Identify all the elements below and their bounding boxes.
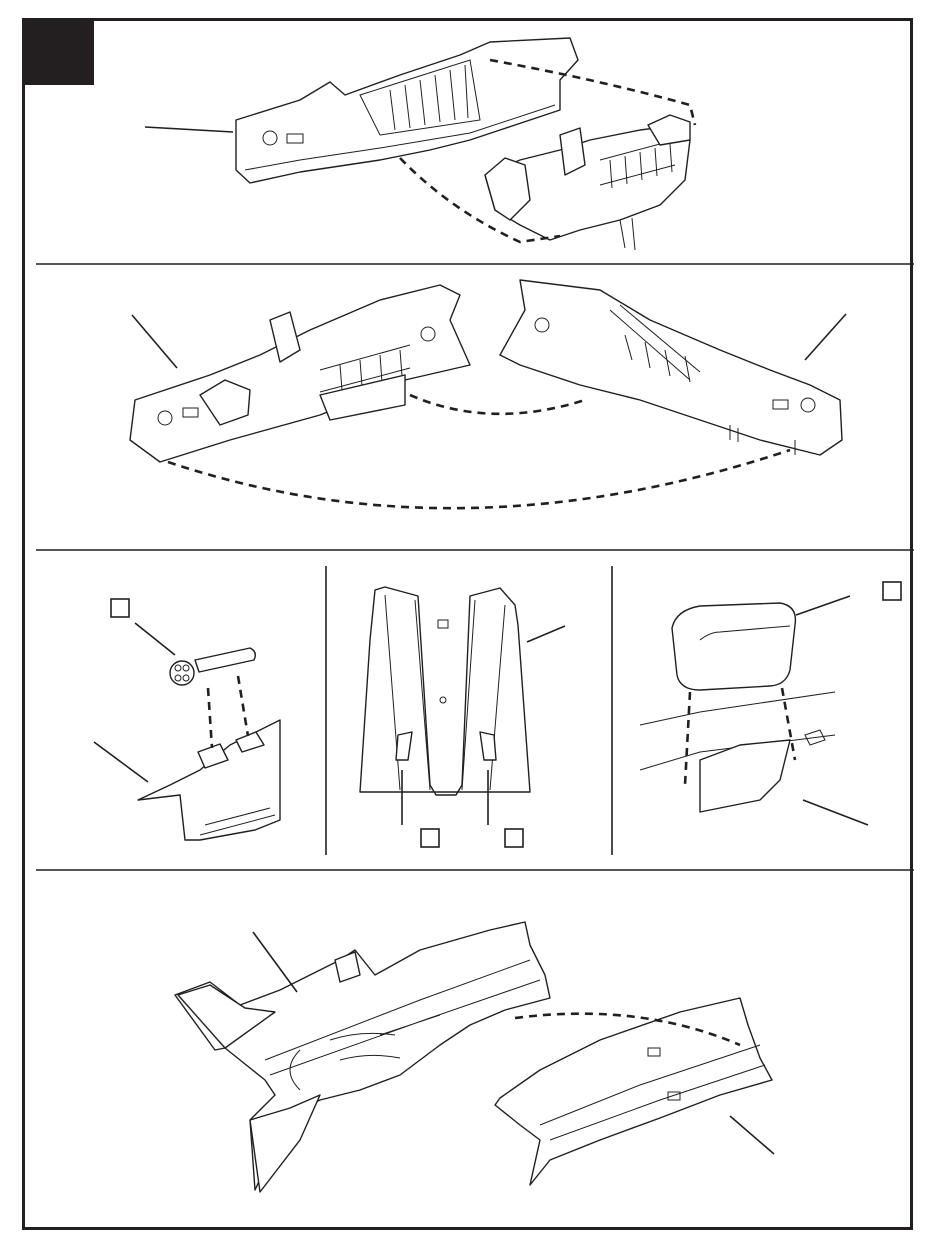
underside-center-hole: [440, 697, 446, 703]
part-leader-fairing: [796, 596, 850, 615]
fairing-guide-left: [685, 692, 690, 785]
underside-notch: [438, 620, 448, 628]
callout-box-fairing: [883, 582, 901, 600]
fuselage-outline-upper: [640, 692, 835, 725]
right-fuselage-half: [500, 280, 842, 455]
lower-fuselage-part: [495, 998, 772, 1185]
part-leader-underside: [527, 626, 565, 642]
part-leader-upper-assembly: [253, 932, 297, 992]
callout-box-intake-left: [421, 829, 439, 847]
lower-fuselage-underside: [360, 587, 530, 795]
gun-guide-left: [208, 688, 212, 748]
join-guide-outer: [168, 450, 790, 508]
part-leader-gun-barrel: [135, 623, 175, 655]
panel-intake-parts: [360, 587, 565, 847]
panel-cockpit-into-left-fuselage: [145, 38, 695, 250]
gun-barrel-cluster: [170, 661, 194, 685]
step-number-marker: [24, 21, 94, 85]
panel-join-fuselage-halves: [130, 280, 846, 508]
part-leader-lower-part: [730, 1116, 774, 1154]
callout-box-gun-barrel: [111, 599, 129, 617]
panel-nose-gun-barrel: [94, 599, 280, 840]
callout-box-intake-right: [505, 829, 523, 847]
part-leader-fuselage-side: [803, 800, 868, 825]
part-leader-right-half: [805, 314, 846, 360]
join-guide-inner: [410, 395, 585, 414]
gun-guide-right: [238, 676, 248, 736]
part-leader-left-fuselage: [145, 127, 233, 132]
panel-fairing-block: [640, 582, 901, 825]
panel-attach-lower-fuselage: [175, 922, 774, 1192]
part-leader-left-half: [132, 315, 177, 368]
left-fuselage-with-cockpit: [130, 285, 470, 462]
cockpit-lower-strut: [620, 218, 635, 250]
fairing-block-part: [672, 603, 795, 690]
part-leader-nose: [94, 742, 148, 782]
gun-barrel-part: [195, 648, 255, 672]
